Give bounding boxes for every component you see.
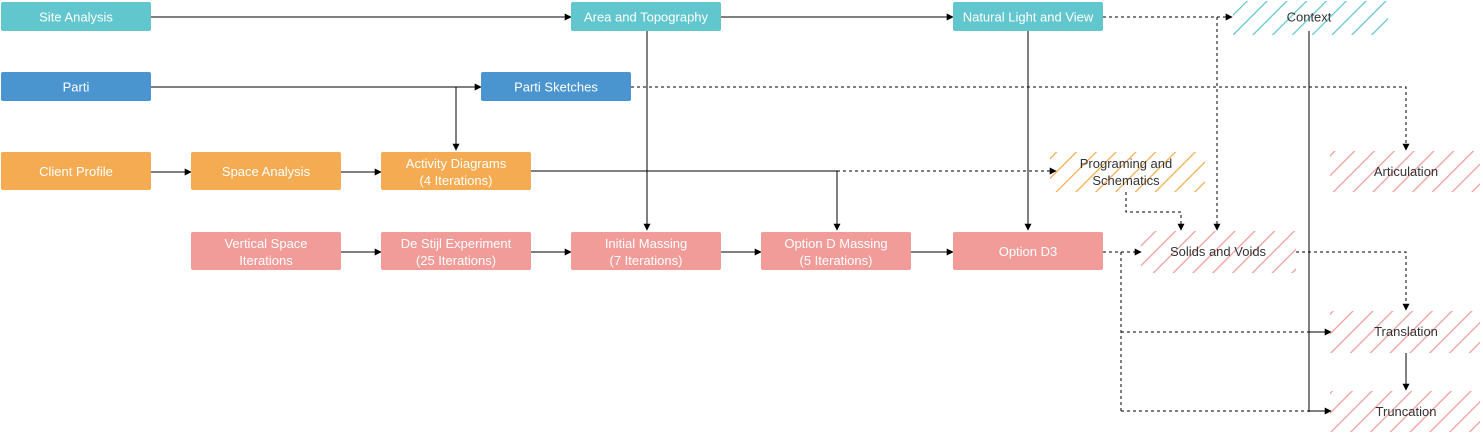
node-label-line1: De Stijl Experiment <box>401 236 512 251</box>
node-natural-light[interactable]: Natural Light and View <box>953 2 1103 31</box>
node-label-line2: Schematics <box>1092 173 1160 188</box>
node-parti[interactable]: Parti <box>1 72 151 101</box>
node-programing[interactable]: Programing and Schematics <box>1050 152 1205 192</box>
node-activity-diagrams[interactable]: Activity Diagrams (4 Iterations) <box>381 152 531 190</box>
node-label-line1: Programing and <box>1080 156 1173 171</box>
node-label: Site Analysis <box>39 10 113 25</box>
node-label: Context <box>1287 10 1332 25</box>
node-site-analysis[interactable]: Site Analysis <box>1 2 151 31</box>
node-label: Client Profile <box>39 164 113 179</box>
node-solids-voids[interactable]: Solids and Voids <box>1141 231 1296 273</box>
node-label: Option D3 <box>999 244 1058 259</box>
node-label: Parti <box>63 80 90 95</box>
node-label: Solids and Voids <box>1170 244 1267 259</box>
node-label-line2: (5 Iterations) <box>800 253 873 268</box>
node-label: Truncation <box>1376 404 1437 419</box>
node-label-line2: (25 Iterations) <box>416 253 496 268</box>
node-parti-sketches[interactable]: Parti Sketches <box>481 72 631 101</box>
edge-programing-solids <box>1125 192 1185 231</box>
node-vertical-space[interactable]: Vertical Space Iterations <box>191 232 341 270</box>
edges <box>151 13 1410 415</box>
node-label-line2: Iterations <box>239 253 293 268</box>
node-initial-massing[interactable]: Initial Massing (7 Iterations) <box>571 232 721 270</box>
node-label-line2: (4 Iterations) <box>420 173 493 188</box>
node-label: Parti Sketches <box>514 80 598 95</box>
edge-sketches-articulation <box>631 86 1410 151</box>
node-label-line1: Activity Diagrams <box>406 156 507 171</box>
node-label-line2: (7 Iterations) <box>610 253 683 268</box>
node-translation[interactable]: Translation <box>1330 311 1480 353</box>
node-de-stijl[interactable]: De Stijl Experiment (25 Iterations) <box>381 232 531 270</box>
node-context[interactable]: Context <box>1233 1 1388 35</box>
node-label: Natural Light and View <box>963 10 1094 25</box>
edge-solids-translation <box>1296 251 1410 311</box>
node-label-line1: Initial Massing <box>605 236 687 251</box>
node-option-d3[interactable]: Option D3 <box>953 232 1103 270</box>
node-label: Articulation <box>1374 164 1438 179</box>
node-label: Area and Topography <box>584 10 709 25</box>
node-client-profile[interactable]: Client Profile <box>1 152 151 190</box>
node-articulation[interactable]: Articulation <box>1330 151 1480 192</box>
edge-activity-optiond <box>531 170 841 231</box>
node-space-analysis[interactable]: Space Analysis <box>191 152 341 190</box>
node-label-line1: Vertical Space <box>224 236 307 251</box>
node-label: Translation <box>1374 324 1438 339</box>
node-option-d-massing[interactable]: Option D Massing (5 Iterations) <box>761 232 911 270</box>
node-label-line1: Option D Massing <box>784 236 887 251</box>
node-label: Space Analysis <box>222 164 311 179</box>
node-truncation[interactable]: Truncation <box>1330 391 1480 432</box>
node-area-topography[interactable]: Area and Topography <box>571 2 721 31</box>
